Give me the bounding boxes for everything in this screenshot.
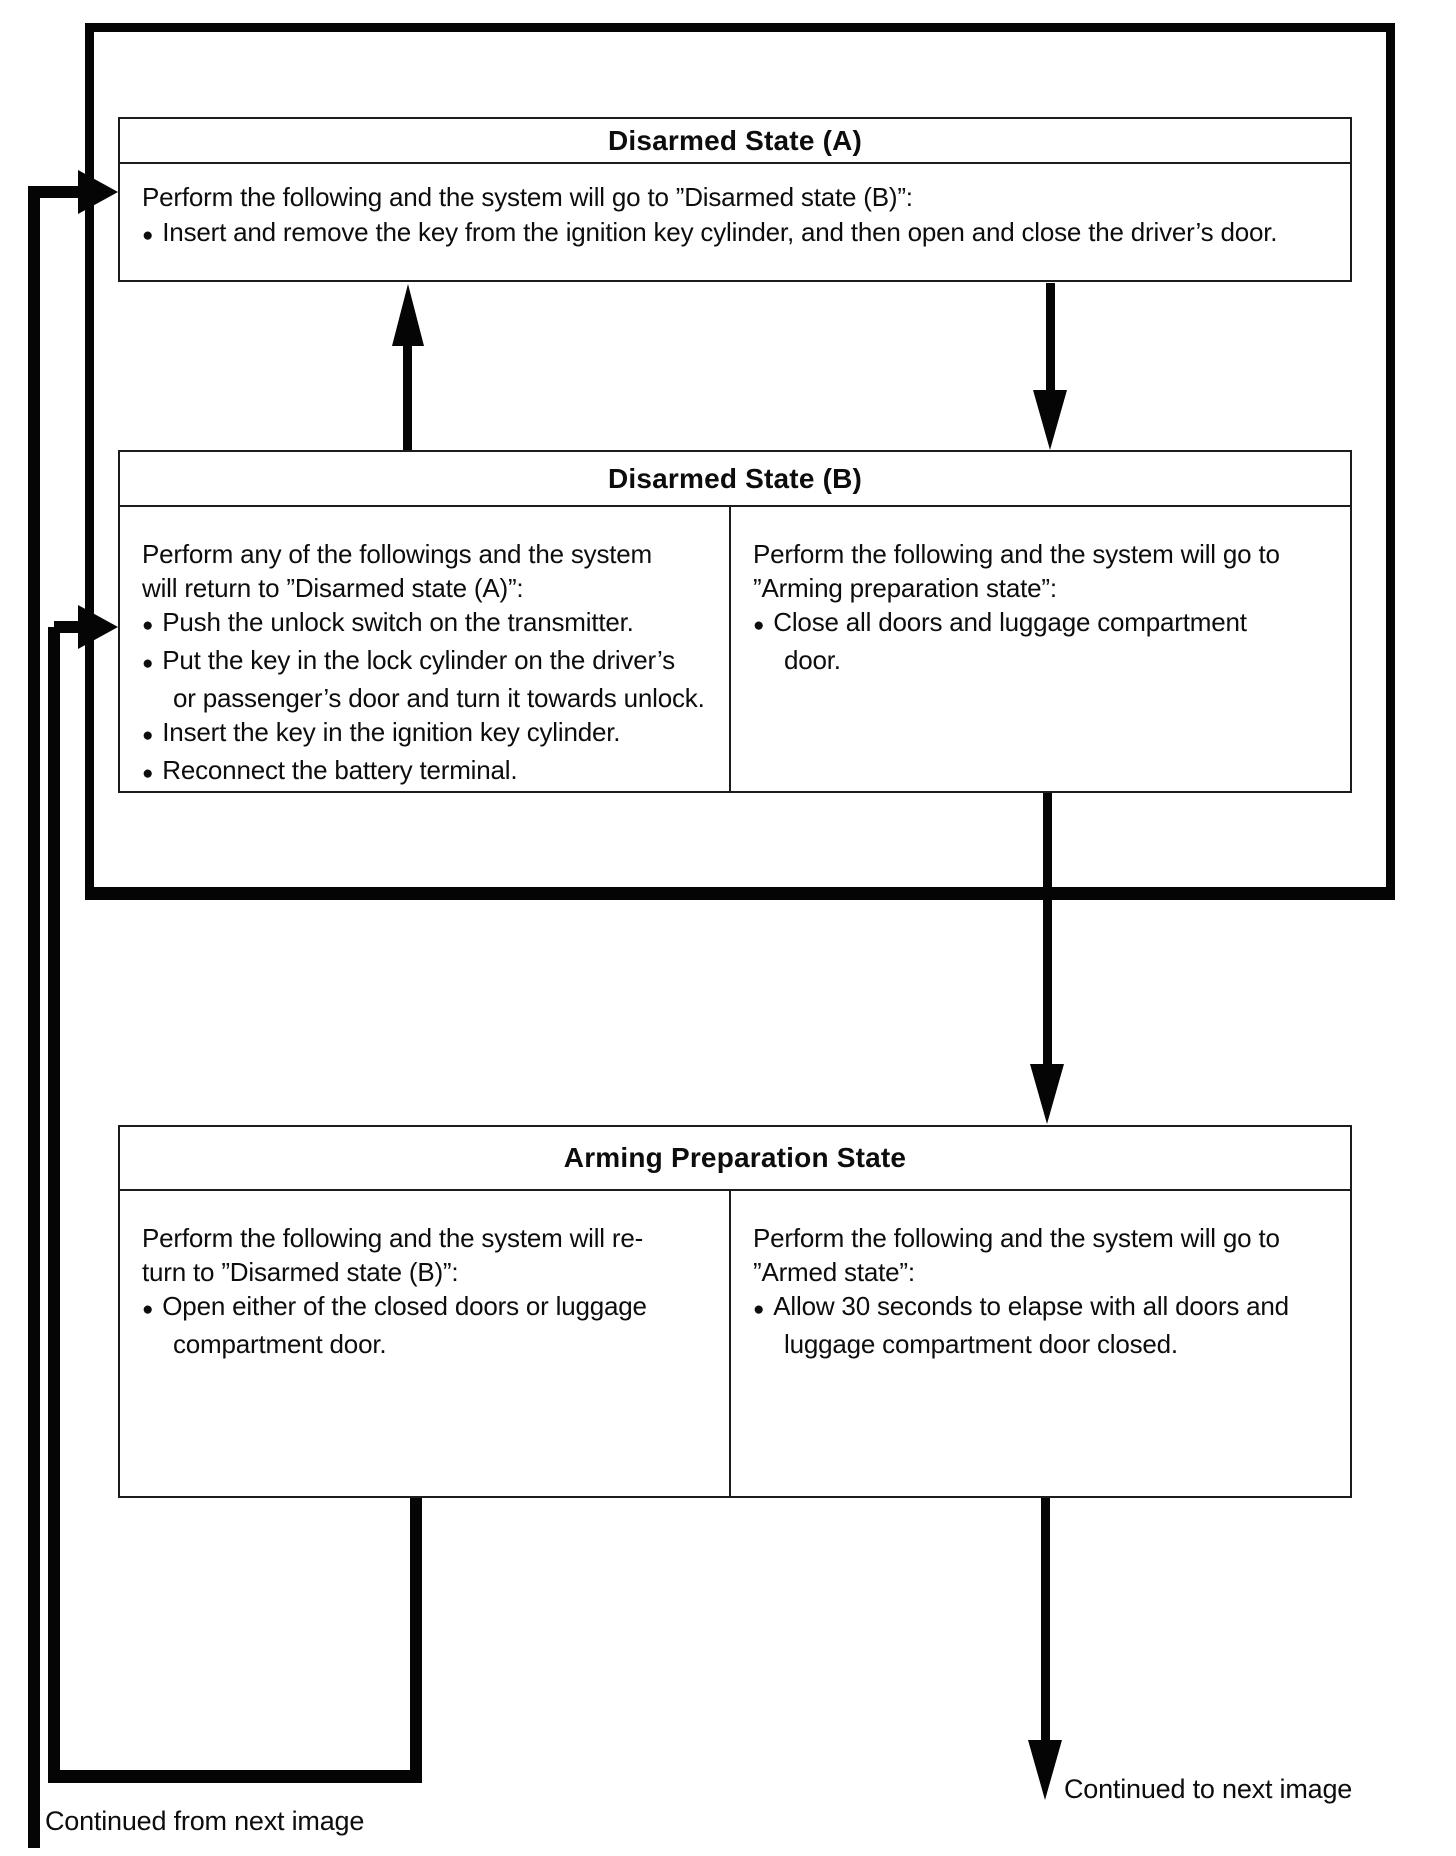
bullet-line: ● Allow 30 seconds to elapse with all doo… <box>753 1289 1342 1327</box>
disarmed-b-columns: Perform any of the followings and the sy… <box>120 507 1350 791</box>
bullet-icon: ● <box>142 1299 154 1320</box>
bullet-line: ● Reconnect the battery terminal. <box>142 753 721 791</box>
bullet-line: ● Close all doors and luggage compartment <box>753 605 1342 643</box>
text-line: ”Armed state”: <box>753 1257 915 1287</box>
arrow-down-icon <box>1030 1064 1064 1124</box>
arming-preparation-columns: Perform the following and the system wil… <box>120 1191 1350 1496</box>
text-line: Perform the following and the system wil… <box>142 182 913 212</box>
state-title-disarmed-b: Disarmed State (B) <box>120 452 1350 507</box>
bullet-icon: ● <box>753 615 765 636</box>
arrow-down-icon <box>1033 390 1067 450</box>
state-title-disarmed-a: Disarmed State (A) <box>120 119 1350 164</box>
arrow-down-icon <box>1028 1740 1062 1800</box>
feedback-line-arming-to-b-down <box>410 1498 422 1782</box>
text-line: or passenger’s door and turn it towards … <box>173 683 705 713</box>
bullet-text: Insert and remove the key from the ignit… <box>162 217 1278 247</box>
text-line: Perform the following and the system wil… <box>142 1223 644 1253</box>
feedback-line-arming-to-b-up <box>48 627 60 1777</box>
arrow-right-icon <box>78 605 118 649</box>
arrow-b-to-a-shaft <box>403 336 412 450</box>
continued-from-line-vertical <box>28 186 40 1848</box>
state-body-disarmed-a: Perform the following and the system wil… <box>120 164 1350 253</box>
arrow-a-to-b-shaft <box>1046 283 1055 395</box>
text-line: Perform the following and the system wil… <box>753 539 1280 569</box>
bullet-line: ● Open either of the closed doors or lugg… <box>142 1289 721 1327</box>
text-line: luggage compartment door closed. <box>784 1329 1178 1359</box>
state-box-arming-preparation: Arming Preparation State Perform the fol… <box>118 1125 1352 1498</box>
text-line: will return to ”Disarmed state (A)”: <box>142 573 524 603</box>
state-box-disarmed-b: Disarmed State (B) Perform any of the fo… <box>118 450 1352 793</box>
text-line: turn to ”Disarmed state (B)”: <box>142 1257 459 1287</box>
arrow-up-icon <box>392 284 424 346</box>
bullet-icon: ● <box>142 225 154 246</box>
bullet-icon: ● <box>753 1299 765 1320</box>
caption-continued-to-next-image: Continued to next image <box>1064 1774 1353 1804</box>
bullet-text: Put the key in the lock cylinder on the … <box>162 645 675 675</box>
disarmed-b-right-column: Perform the following and the system wil… <box>731 507 1350 791</box>
state-box-disarmed-a: Disarmed State (A) Perform the following… <box>118 117 1352 282</box>
bullet-text: Insert the key in the ignition key cylin… <box>162 717 621 747</box>
feedback-line-arming-to-b-bottom <box>48 1770 422 1783</box>
bullet-icon: ● <box>142 763 154 784</box>
continued-from-line-entry <box>34 186 86 198</box>
bullet-line: ● Put the key in the lock cylinder on the… <box>142 643 721 681</box>
bullet-text: Allow 30 seconds to elapse with all door… <box>773 1291 1289 1321</box>
bullet-text: Reconnect the battery terminal. <box>162 755 518 785</box>
bullet-text: Close all doors and luggage compartment <box>773 607 1247 637</box>
arming-preparation-left-column: Perform the following and the system wil… <box>120 1191 731 1496</box>
arming-preparation-right-column: Perform the following and the system wil… <box>731 1191 1350 1496</box>
state-title-arming-preparation: Arming Preparation State <box>120 1127 1350 1191</box>
text-line: Perform the following and the system wil… <box>753 1223 1280 1253</box>
caption-continued-from-next-image: Continued from next image <box>45 1806 365 1836</box>
text-line: compartment door. <box>173 1329 387 1359</box>
bullet-icon: ● <box>142 725 154 746</box>
text-line: Perform any of the followings and the sy… <box>142 539 653 569</box>
bullet-line: ● Insert the key in the ignition key cyli… <box>142 715 721 753</box>
bullet-line: ● Insert and remove the key from the igni… <box>142 215 1336 253</box>
arrow-b-to-arming-shaft <box>1043 793 1052 1067</box>
bullet-text: Open either of the closed doors or lugga… <box>162 1291 647 1321</box>
arrow-to-next-image-shaft <box>1041 1498 1050 1742</box>
bullet-icon: ● <box>142 615 154 636</box>
bullet-icon: ● <box>142 653 154 674</box>
bullet-text: Push the unlock switch on the transmitte… <box>162 607 634 637</box>
bullet-line: ● Push the unlock switch on the transmitt… <box>142 605 721 643</box>
text-line: door. <box>784 645 841 675</box>
disarmed-b-left-column: Perform any of the followings and the sy… <box>120 507 731 791</box>
text-line: ”Arming preparation state”: <box>753 573 1057 603</box>
disarmed-states-outer-frame <box>85 23 1395 900</box>
arrow-right-icon <box>78 170 118 214</box>
